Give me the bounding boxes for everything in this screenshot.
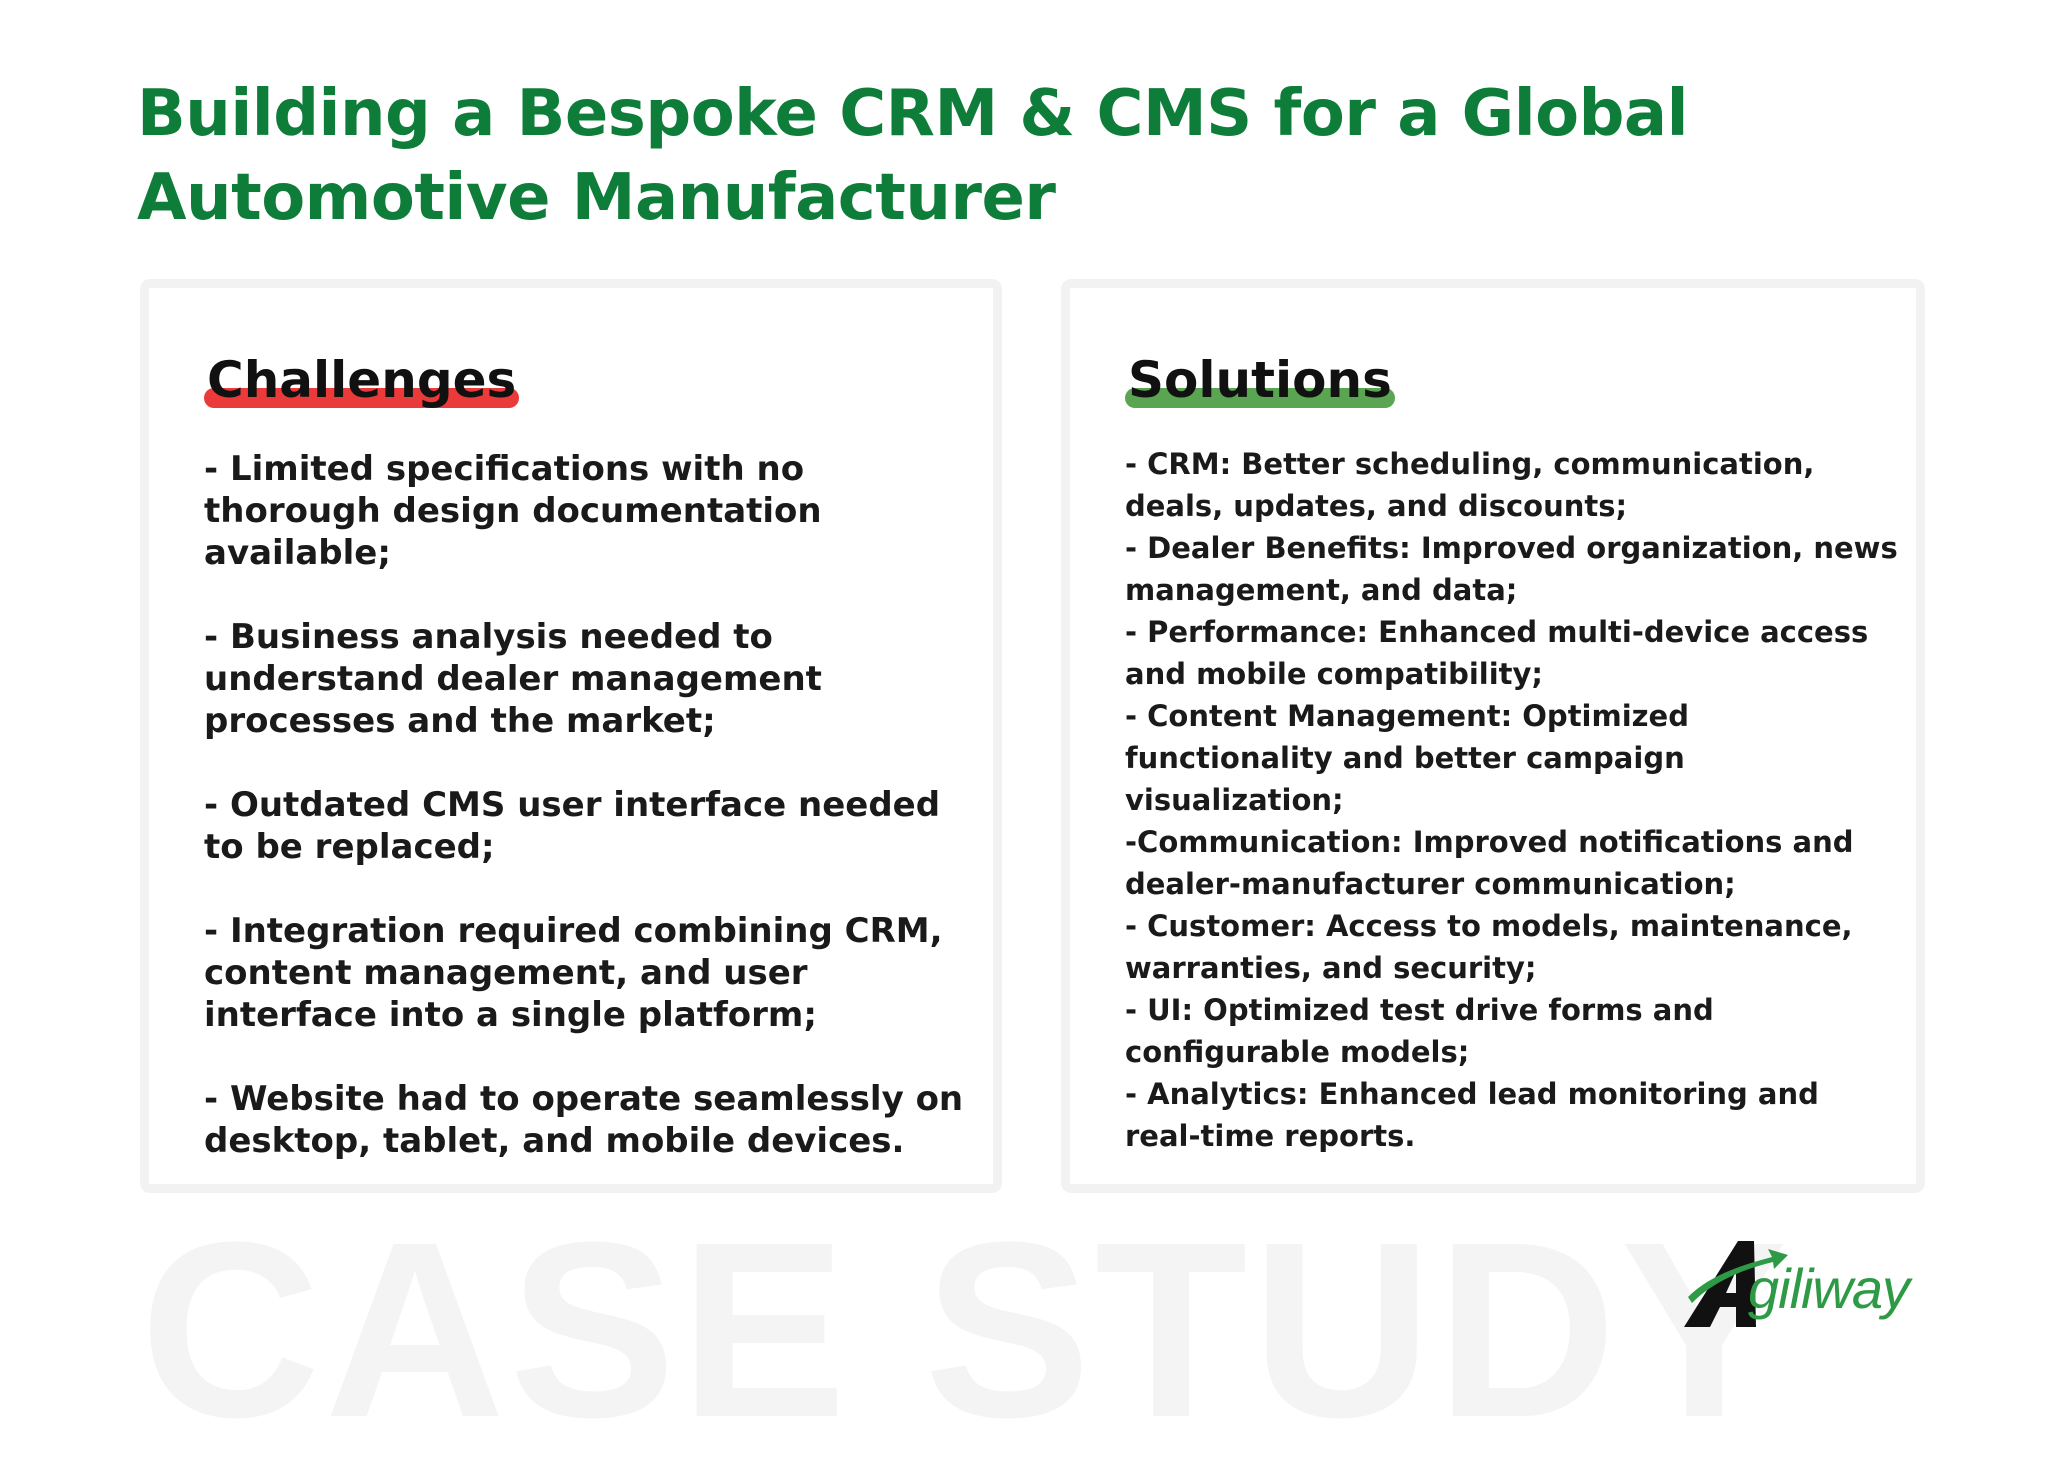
case-study-watermark: CASE STUDY bbox=[140, 1190, 1792, 1469]
solution-item: - Content Management: Optimized function… bbox=[1125, 699, 1689, 817]
challenge-item: - Outdated CMS user interface needed to … bbox=[204, 785, 941, 867]
agiliway-a-arrow-logo-icon bbox=[1684, 1241, 1788, 1327]
logo-wordmark: giliway bbox=[1748, 1257, 1910, 1320]
challenges-list: - Limited specifications with no thoroug… bbox=[204, 448, 974, 1204]
challenges-card: Challenges - Limited specifications with… bbox=[140, 279, 1002, 1193]
solution-item: - UI: Optimized test drive forms and con… bbox=[1125, 993, 1714, 1069]
solution-item: -Communication: Improved notifications a… bbox=[1125, 825, 1854, 901]
solutions-card: Solutions - CRM: Better scheduling, comm… bbox=[1061, 279, 1925, 1193]
solution-item: - Customer: Access to models, maintenanc… bbox=[1125, 909, 1853, 985]
agiliway-logo: giliway bbox=[1680, 1235, 1940, 1335]
solution-item: - Dealer Benefits: Improved organization… bbox=[1125, 531, 1898, 607]
page-title: Building a Bespoke CRM & CMS for a Globa… bbox=[137, 77, 1689, 235]
challenge-item: - Limited specifications with no thoroug… bbox=[204, 449, 822, 573]
challenges-heading: Challenges bbox=[207, 351, 517, 409]
challenges-heading-wrap: Challenges bbox=[204, 350, 520, 410]
challenge-item: - Integration required combining CRM, co… bbox=[204, 911, 943, 1035]
solution-item: - CRM: Better scheduling, communication,… bbox=[1125, 447, 1815, 523]
challenges-heading-underline bbox=[204, 388, 520, 408]
solutions-heading: Solutions bbox=[1128, 351, 1392, 409]
solution-item: - Performance: Enhanced multi-device acc… bbox=[1125, 615, 1869, 691]
solutions-heading-wrap: Solutions bbox=[1125, 350, 1395, 410]
solutions-list: - CRM: Better scheduling, communication,… bbox=[1125, 443, 1900, 1157]
solutions-heading-underline bbox=[1125, 388, 1395, 408]
challenge-item: - Business analysis needed to understand… bbox=[204, 617, 822, 741]
challenge-item: - Website had to operate seamlessly on d… bbox=[204, 1079, 964, 1161]
solution-item: - Analytics: Enhanced lead monitoring an… bbox=[1125, 1077, 1819, 1153]
